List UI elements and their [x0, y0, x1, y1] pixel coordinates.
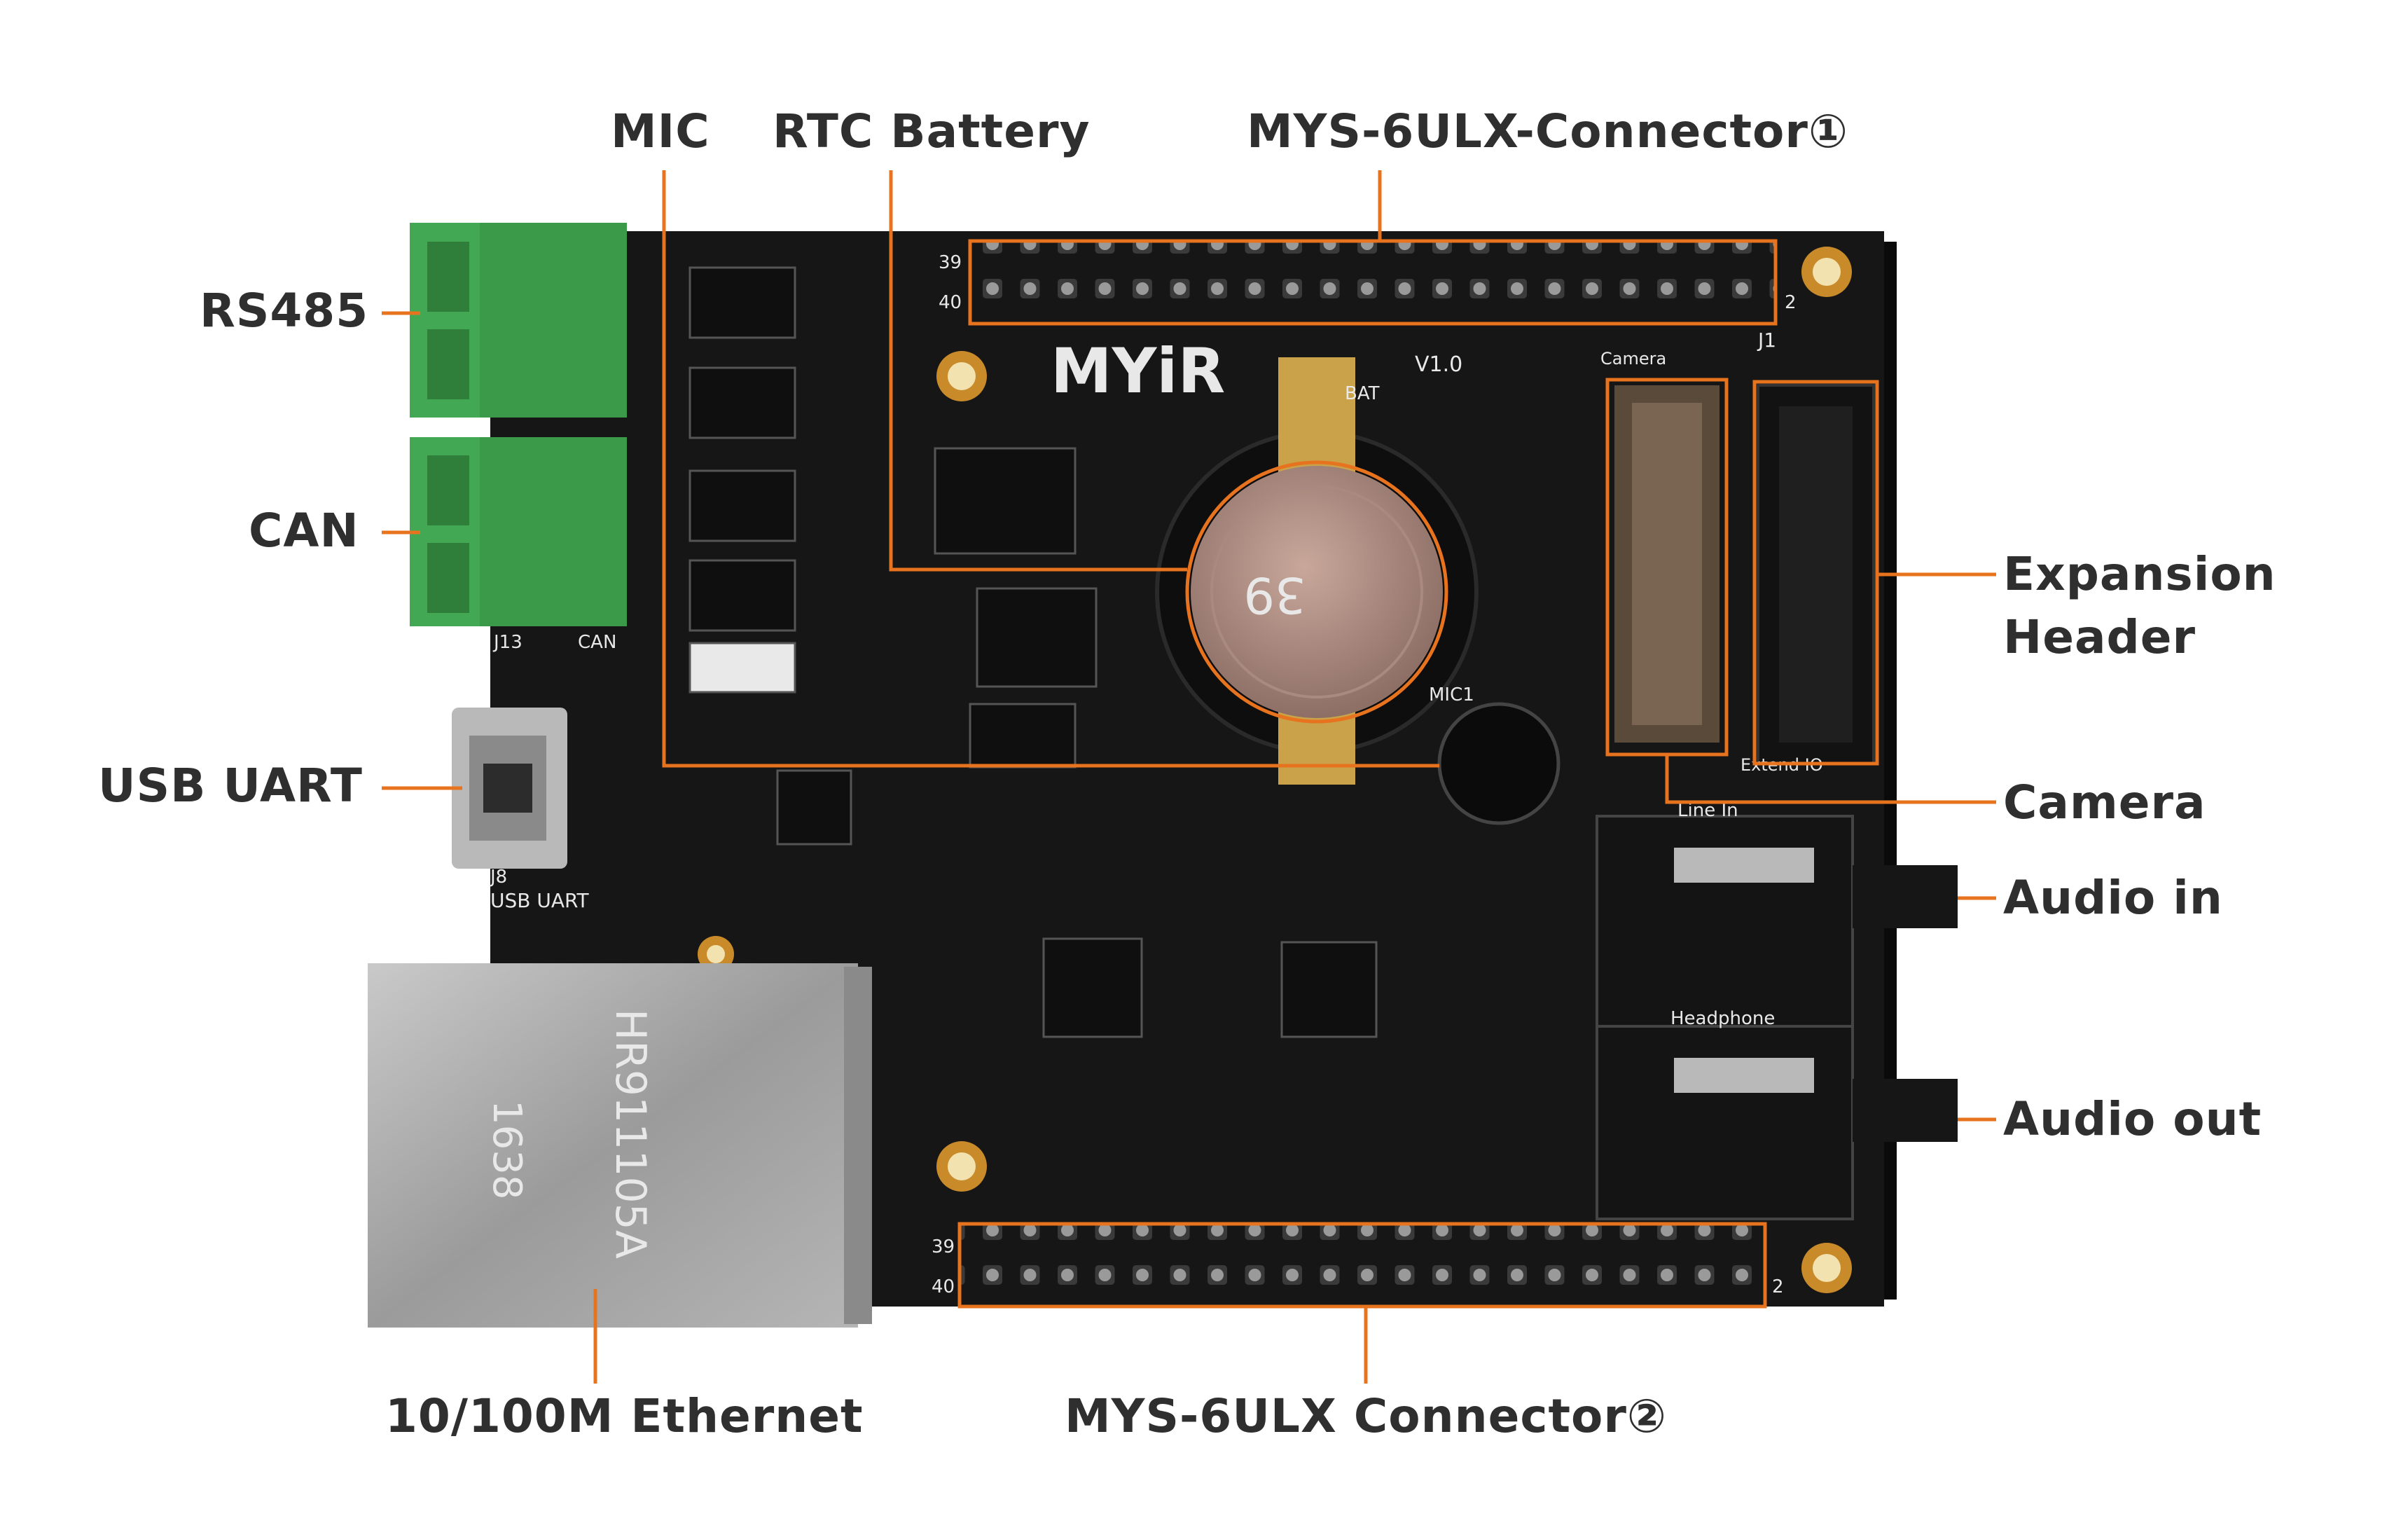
can-terminal-block	[410, 437, 627, 626]
bat-silk: BAT	[1345, 383, 1380, 404]
pin40-bottom-silk: 40	[932, 1276, 955, 1297]
usb-uart-silk: USB UART	[490, 889, 589, 912]
expansion-header-pins	[1757, 384, 1875, 765]
camera-leader	[1665, 754, 1996, 804]
connector1-label: MYS-6ULX-Connector①	[1247, 104, 1848, 158]
rtc-battery-highlight	[1185, 460, 1448, 724]
camera-silk: Camera	[1600, 349, 1666, 368]
pin2-bottom-silk: 2	[1772, 1276, 1784, 1297]
pin39-bottom-silk: 39	[932, 1236, 955, 1257]
micro-usb-connector	[452, 708, 567, 869]
rtc-battery-label: RTC Battery	[773, 104, 1091, 158]
audio-in-label: Audio in	[2003, 871, 2223, 925]
rs485-label: RS485	[200, 284, 369, 338]
rj45-ethernet-jack	[368, 963, 872, 1328]
can-label: CAN	[249, 504, 359, 558]
version-silk: V1.0	[1415, 352, 1462, 377]
rtc-battery-leader	[889, 170, 1187, 572]
j8-silk: J8	[489, 867, 507, 888]
connector1-highlight	[968, 239, 1778, 326]
top-pin-header	[970, 241, 1776, 324]
headphone-silk: Headphone	[1670, 1008, 1775, 1029]
mic-leader	[662, 170, 1439, 768]
camera-fpc-connector	[1614, 385, 1719, 743]
connector2-label: MYS-6ULX Connector②	[1065, 1389, 1667, 1443]
mic-label: MIC	[611, 104, 710, 158]
rs485-terminal-block	[410, 223, 627, 418]
myir-logo: MYiR	[1051, 335, 1225, 407]
mic1-silk: MIC1	[1429, 684, 1474, 705]
mic-element	[1437, 702, 1561, 825]
smd-components	[689, 266, 1378, 1038]
j1-silk: J1	[1757, 329, 1776, 352]
rj45-part-number: HR911105A	[606, 1009, 655, 1259]
rtc-battery-holder	[1155, 357, 1479, 785]
rtc-cell-code: 39	[1243, 566, 1306, 623]
camera-label: Camera	[2003, 776, 2206, 829]
connector2-highlight	[957, 1222, 1767, 1309]
pcb-edge-shadow	[1884, 242, 1897, 1300]
usb-uart-label: USB UART	[98, 759, 363, 813]
ethernet-label: 10/100M Ethernet	[385, 1389, 864, 1443]
pin40-top-silk: 40	[939, 292, 962, 313]
can-silk: CAN	[578, 632, 616, 653]
pin39-top-silk: 39	[939, 252, 962, 273]
audio-out-label: Audio out	[2003, 1092, 2262, 1146]
expansion-header-label-line1: Expansion	[2003, 547, 2276, 601]
rj45-date-code: 1638	[484, 1100, 530, 1200]
bottom-pin-header	[960, 1224, 1765, 1307]
pin2-top-silk: 2	[1785, 292, 1797, 313]
audio-jacks	[1596, 815, 1958, 1220]
expansion-header-label-line2: Header	[2003, 610, 2196, 664]
j13-silk: J13	[492, 632, 523, 653]
